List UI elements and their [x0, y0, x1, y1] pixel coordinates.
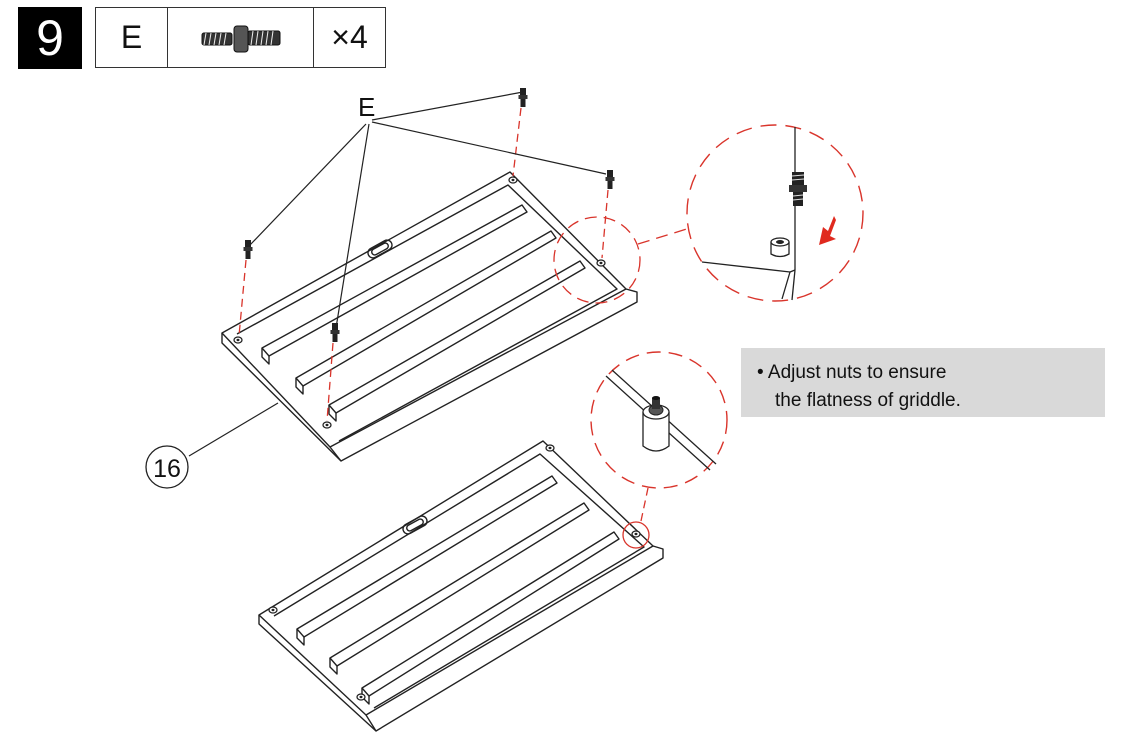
detail-view-1: [686, 124, 864, 302]
detail-marker-2: [622, 521, 650, 549]
step-number-badge: 9: [18, 7, 82, 69]
bolt-icon: [168, 8, 314, 67]
note-line-2: the flatness of griddle.: [775, 390, 961, 411]
part-letter: E: [96, 8, 168, 67]
note-line-1: Adjust nuts to ensure: [767, 362, 947, 383]
bolt-callout-label: E: [358, 92, 375, 122]
note-bullet: •: [757, 362, 764, 383]
bolt-e-1: [518, 88, 528, 107]
parts-table: E ×4: [95, 7, 386, 68]
bolt-e-3: [243, 240, 253, 259]
instruction-note: • Adjust nuts to ensure the flatness of …: [741, 348, 1105, 417]
griddle-bottom: [258, 440, 664, 732]
insert-arrow-icon: [819, 216, 836, 245]
part-number-circle: [145, 445, 189, 489]
detail-marker-1: [553, 216, 641, 304]
detail-view-2: [590, 351, 728, 489]
griddle-top: [221, 171, 638, 462]
part-quantity: ×4: [331, 19, 368, 55]
bolt-e-2: [605, 170, 615, 189]
part-number-label: 16: [153, 455, 181, 483]
